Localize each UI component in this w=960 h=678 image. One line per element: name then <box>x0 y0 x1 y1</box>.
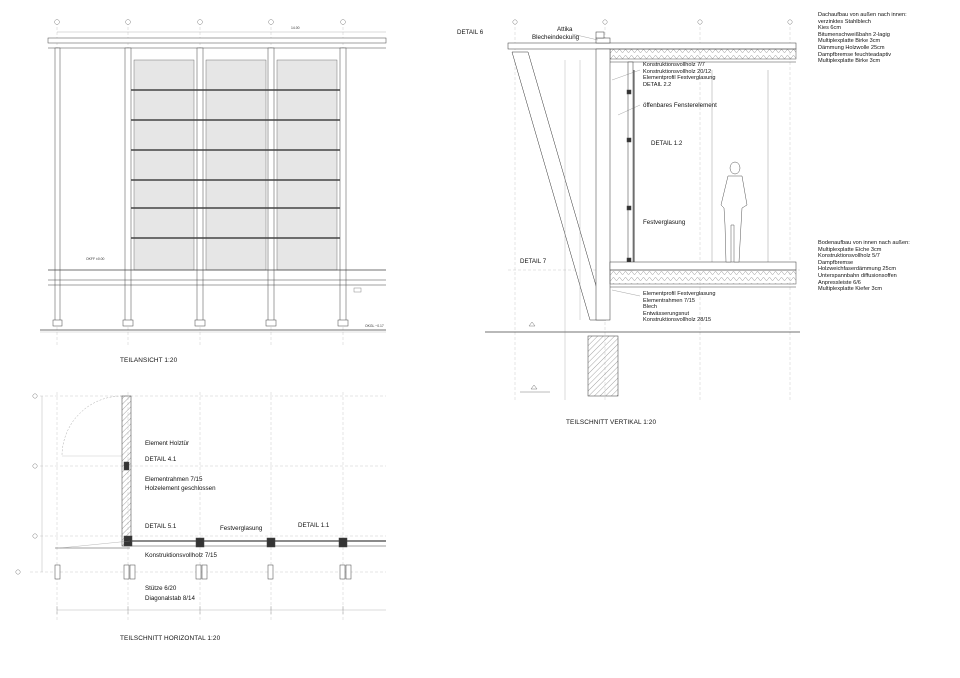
horizontal-section-drawing <box>15 392 386 622</box>
label-detail-5-1: DETAIL 5.1 <box>145 523 177 530</box>
roof-heading: Dachaufbau von außen nach innen: <box>818 12 907 18</box>
vertical-section-drawing <box>485 19 800 402</box>
floor-line-7: Multiplexplatte Kiefer 3cm <box>818 286 883 293</box>
floor-line-1: Multiplexplatte Eiche 3cm <box>818 246 882 253</box>
roof-buildup: Dachaufbau von außen nach innen: verzink… <box>818 12 907 65</box>
roof-line-6: Dampfbremse feuchteadaptiv <box>818 51 892 58</box>
kvh-line-1: Konstruktionsvollholz 7/7 <box>643 62 705 68</box>
level-okff: OKFF ±0.00 <box>86 257 105 261</box>
floor-line-4: Holzweichfaserdämmung 25cm <box>818 266 897 273</box>
label-detail-7: DETAIL 7 <box>520 258 547 265</box>
label-detail-1-1: DETAIL 1.1 <box>298 522 330 529</box>
bottom-line-4: Entwässerungsnut <box>643 310 690 317</box>
kvh-group: Konstruktionsvollholz 7/7 Konstruktionsv… <box>643 62 715 88</box>
roof-line-4: Multiplexplatte Birke 3cm <box>818 38 881 45</box>
label-kvh-7-15: Konstruktionsvollholz 7/15 <box>145 552 217 559</box>
roof-line-2: Kies 6cm <box>818 25 842 32</box>
horizontal-title: TEILSCHNITT HORIZONTAL 1:20 <box>120 635 221 642</box>
label-attika: Attika <box>557 26 573 33</box>
floor-buildup: Bodenaufbau von innen nach außen: Multip… <box>818 240 910 293</box>
label-blecheindeckung: Blecheindeckung <box>532 34 580 41</box>
label-festverglasung-v: Festverglasung <box>643 219 686 226</box>
floor-line-2: Konstruktionsvollholz 5/7 <box>818 253 880 260</box>
kvh-line-3: Elementprofil Festverglasung <box>643 75 716 82</box>
bottom-line-5: Konstruktionsvollholz 28/15 <box>643 317 712 324</box>
dim-top: 14.00 <box>291 26 300 30</box>
label-festverglasung-h: Festverglasung <box>220 525 263 532</box>
floor-line-3: Dampfbremse <box>818 259 854 266</box>
elevation-drawing <box>40 19 387 345</box>
label-stuetze: Stütze 6/20 <box>145 585 177 592</box>
label-holzelement: Holzelement geschlossen <box>145 485 216 492</box>
level-okgl: OKGL −0.17 <box>365 324 384 328</box>
label-fensterelement: öffenbares Fensterelement <box>643 102 717 109</box>
label-detail-6: DETAIL 6 <box>457 29 484 36</box>
bottom-group: Elementprofil Festverglasung Elementrahm… <box>643 291 715 324</box>
roof-line-1: verzinktes Stahlblech <box>818 18 871 25</box>
roof-line-5: Dämmung Holzwolle 25cm <box>818 44 885 51</box>
vertical-title: TEILSCHNITT VERTIKAL 1:20 <box>566 419 657 426</box>
bottom-line-2: Elementrahmen 7/15 <box>643 297 695 304</box>
roof-line-3: Bitumenschweißbahn 2-lagig <box>818 31 890 38</box>
label-detail-1-2: DETAIL 1.2 <box>651 140 683 147</box>
kvh-line-4: DETAIL 2.2 <box>643 81 672 88</box>
label-holztuer: Element Holztür <box>145 440 190 447</box>
bottom-line-1: Elementprofil Festverglasung <box>643 291 716 297</box>
label-elementrahmen: Elementrahmen 7/15 <box>145 476 203 483</box>
kvh-line-2: Konstruktionsvollholz 20/12 <box>643 68 712 75</box>
elevation-title: TEILANSICHT 1:20 <box>120 357 178 364</box>
label-diagonalstab: Diagonalstab 8/14 <box>145 595 195 602</box>
floor-line-6: Anpressleiste 6/6 <box>818 279 861 286</box>
label-detail-4-1: DETAIL 4.1 <box>145 456 177 463</box>
bottom-line-3: Blech <box>643 304 657 311</box>
roof-line-7: Multiplexplatte Birke 3cm <box>818 58 881 65</box>
floor-heading: Bodenaufbau von innen nach außen: <box>818 240 910 246</box>
floor-line-5: Unterspannbahn diffusionsoffen <box>818 272 897 279</box>
